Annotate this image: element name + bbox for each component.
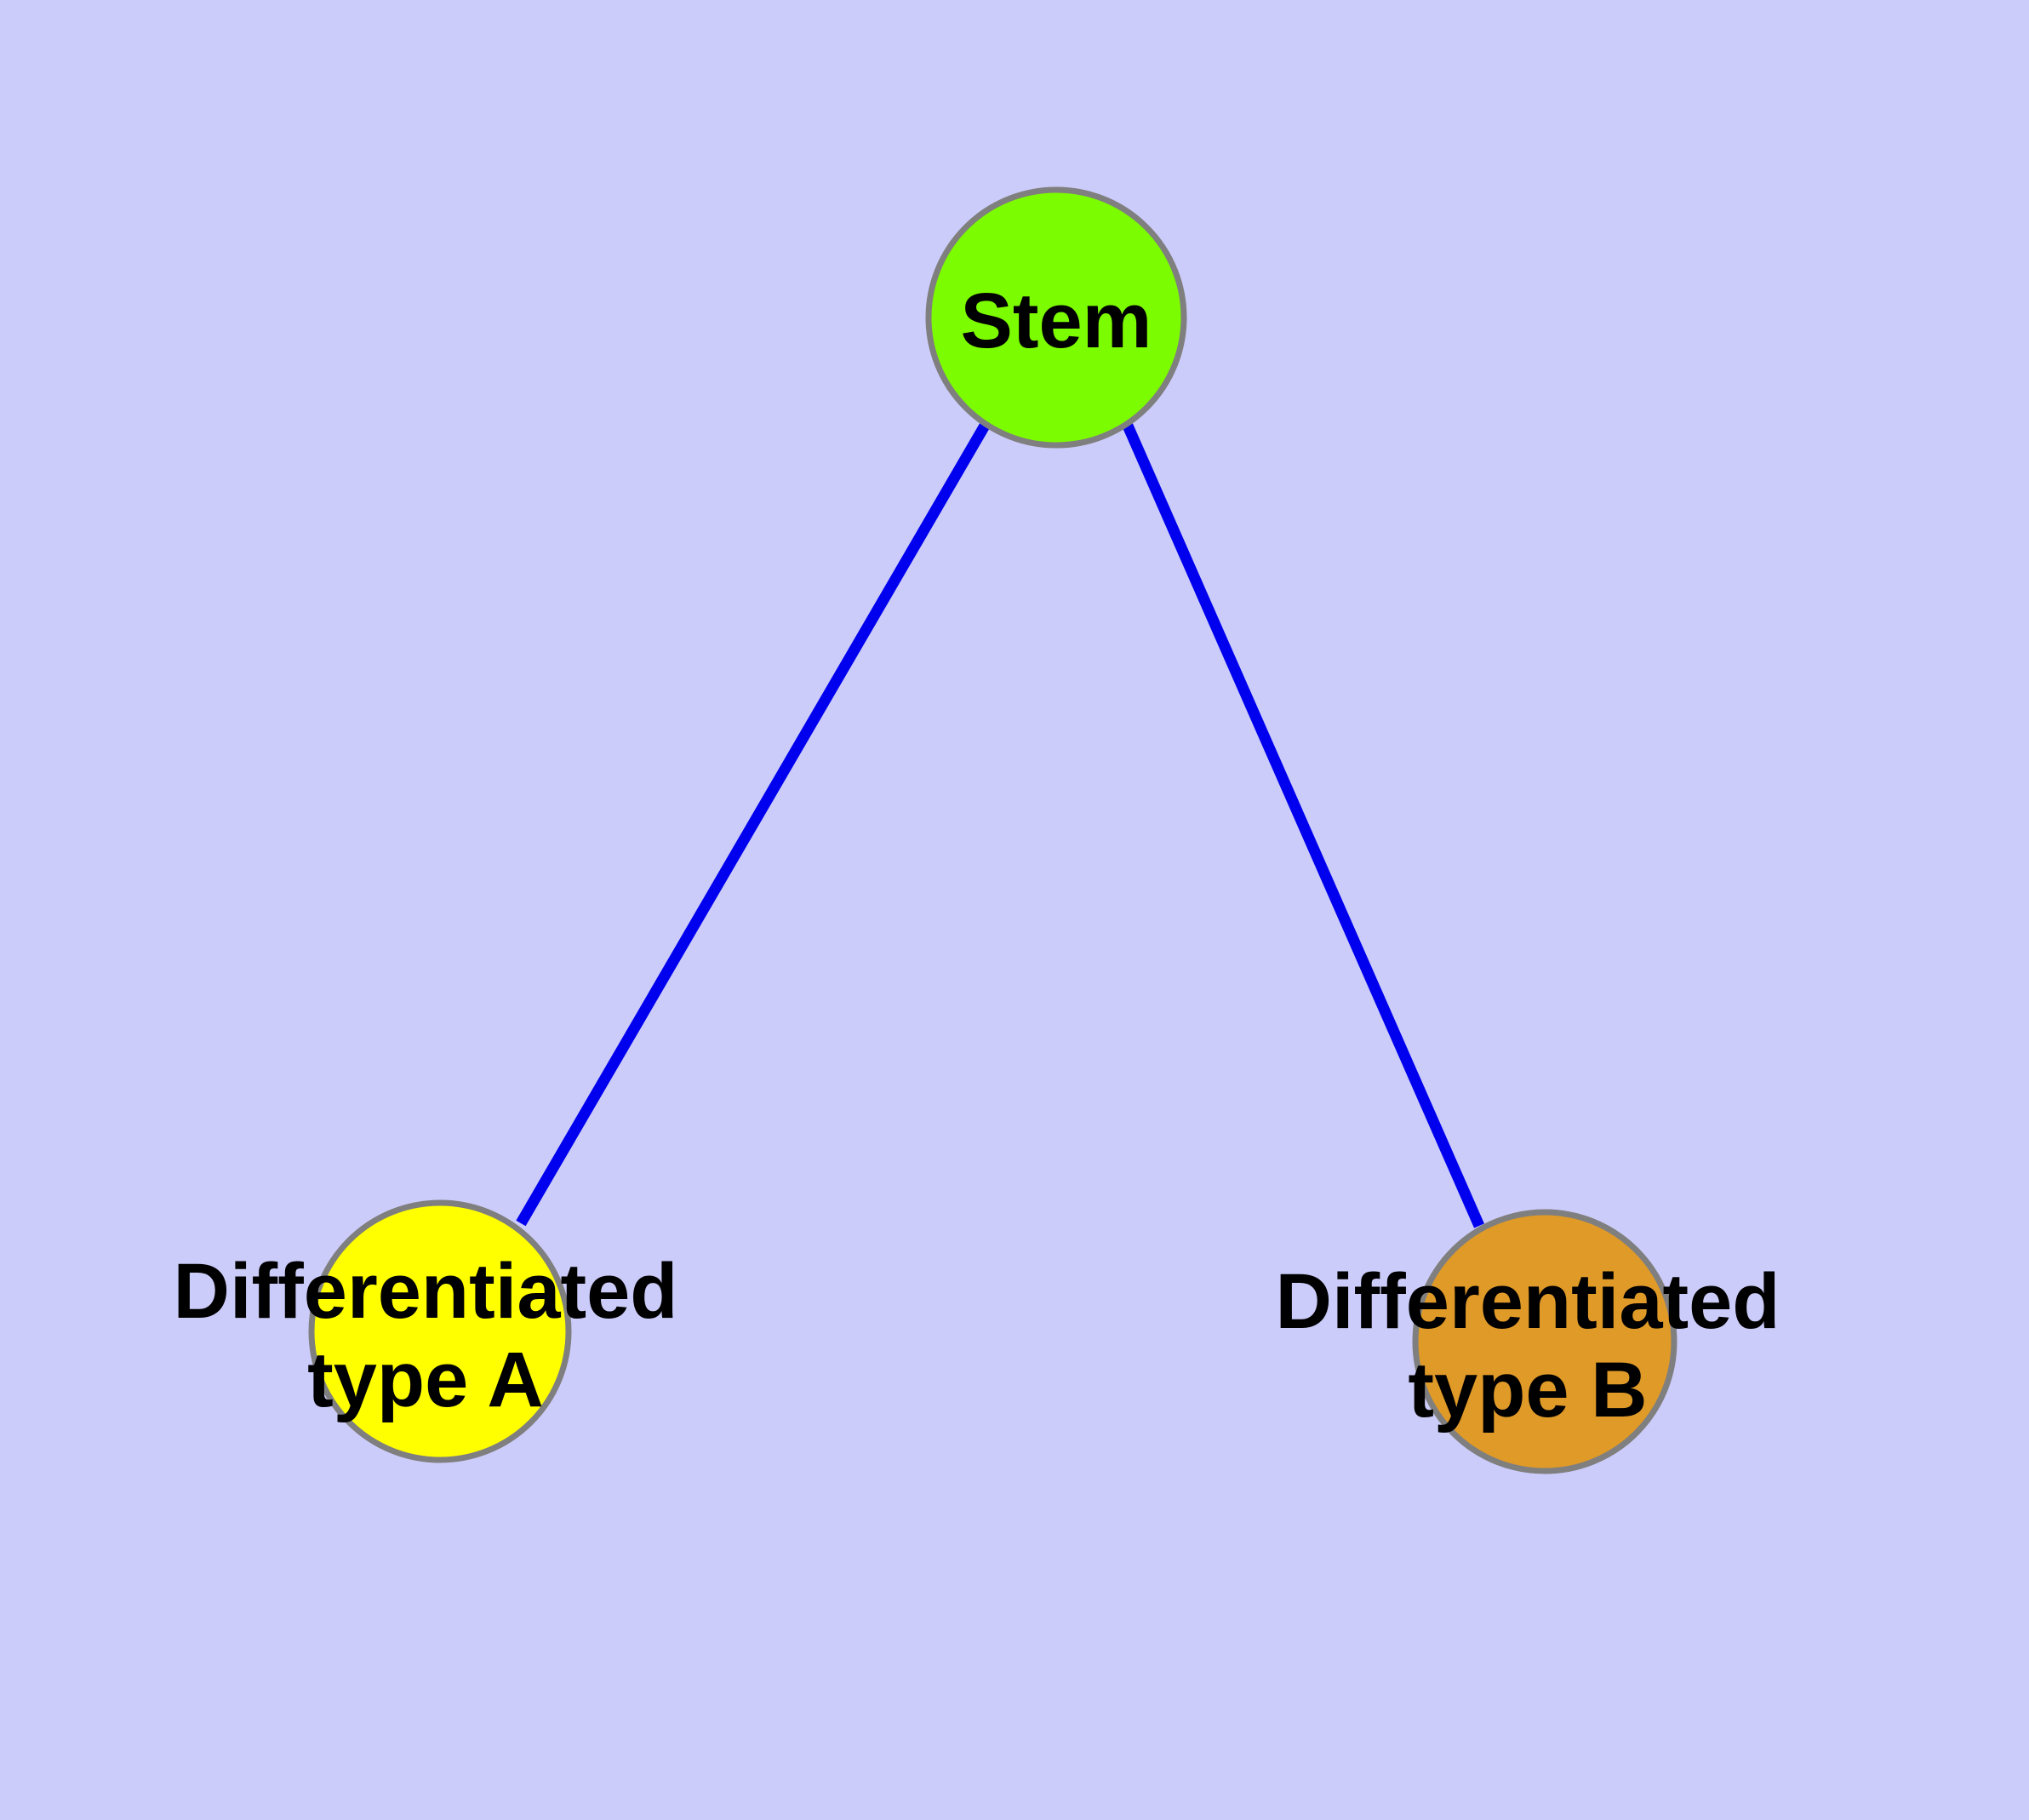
edges-group	[516, 422, 1484, 1228]
edge-stem-to-differentiated-type-a	[516, 422, 990, 1227]
node-differentiated-type-b[interactable]: Differentiated type B	[1276, 1209, 1780, 1474]
node-differentiated-type-a-label-line-1: Differentiated	[174, 1248, 678, 1335]
nodes-group: Stem Differentiated type A Differentiate…	[174, 186, 1780, 1474]
node-stem-label-line-1: Stem	[961, 278, 1152, 364]
edge-stem-to-differentiated-type-b	[1123, 423, 1484, 1228]
node-stem[interactable]: Stem	[925, 186, 1187, 449]
node-differentiated-type-a-circle[interactable]	[308, 1199, 572, 1463]
node-differentiated-type-a-label-line-2: type A	[307, 1336, 544, 1423]
node-differentiated-type-a[interactable]: Differentiated type A	[174, 1199, 678, 1463]
node-differentiated-type-b-label-line-1: Differentiated	[1276, 1258, 1780, 1345]
node-stem-circle[interactable]	[925, 186, 1187, 449]
node-differentiated-type-b-circle[interactable]	[1412, 1209, 1677, 1474]
node-differentiated-type-b-label-line-2: type B	[1408, 1347, 1647, 1434]
